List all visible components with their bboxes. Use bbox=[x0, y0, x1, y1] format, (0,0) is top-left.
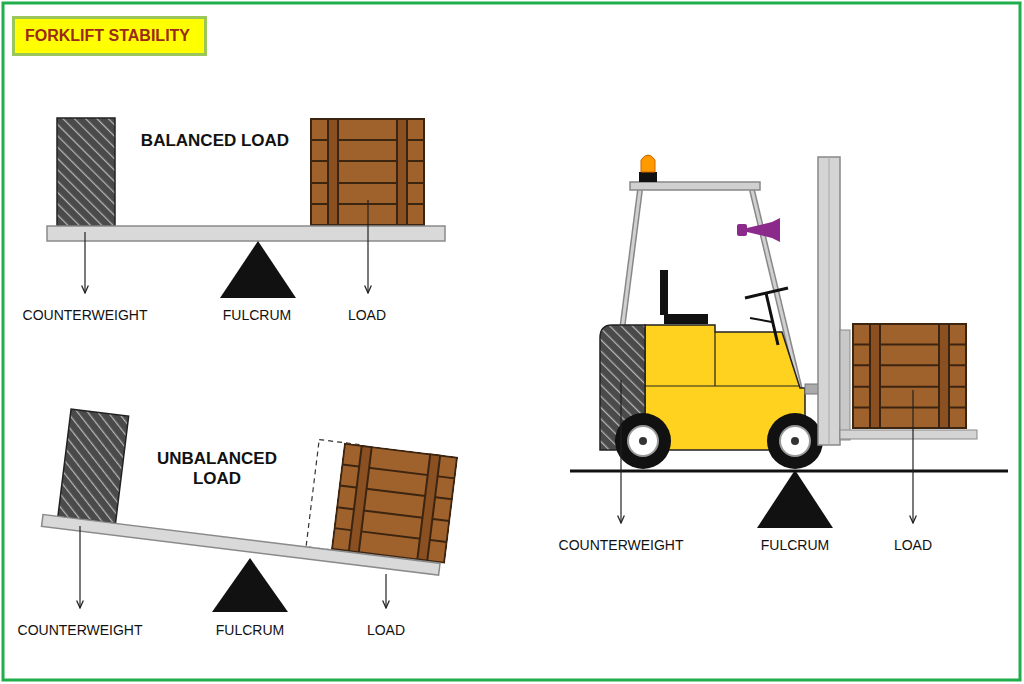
forklift-part bbox=[645, 385, 800, 386]
forklift-part bbox=[757, 470, 833, 528]
part-label: LOAD bbox=[348, 307, 386, 324]
forklift-part bbox=[660, 270, 668, 315]
forklift-part bbox=[750, 318, 772, 322]
forklift-part bbox=[767, 413, 823, 469]
forklift-part bbox=[791, 437, 799, 445]
forklift-part bbox=[664, 314, 708, 324]
forklift-part bbox=[766, 293, 778, 345]
part-label: COUNTERWEIGHT bbox=[559, 537, 684, 554]
forklift-part bbox=[829, 157, 830, 445]
forklift-part bbox=[840, 430, 977, 439]
unbalanced-lever-part bbox=[385, 574, 386, 608]
forklift-part bbox=[912, 390, 913, 523]
balanced-lever-part bbox=[47, 226, 445, 241]
diagram-heading: UNBALANCED LOAD bbox=[152, 449, 282, 490]
part-label: FULCRUM bbox=[216, 622, 284, 639]
forklift-part bbox=[641, 155, 655, 172]
forklift-part bbox=[737, 224, 747, 236]
forklift-part bbox=[805, 384, 819, 394]
forklift-part bbox=[620, 380, 621, 523]
frame-border bbox=[3, 3, 1020, 680]
part-label: FULCRUM bbox=[761, 537, 829, 554]
forklift-part bbox=[853, 324, 966, 428]
unbalanced-lever bbox=[42, 407, 458, 612]
title: FORKLIFT STABILITY bbox=[25, 27, 190, 45]
forklift-part bbox=[840, 330, 850, 440]
forklift-part bbox=[780, 426, 810, 456]
forklift-part bbox=[630, 182, 760, 190]
forklift-part bbox=[622, 190, 640, 330]
part-label: COUNTERWEIGHT bbox=[18, 622, 143, 639]
diagram-heading: BALANCED LOAD bbox=[141, 131, 289, 151]
forklift-part bbox=[570, 470, 1008, 473]
balanced-lever-part bbox=[367, 200, 368, 293]
forklift-part bbox=[818, 157, 840, 445]
unbalanced-lever-part-part bbox=[332, 444, 457, 563]
balanced-lever-part bbox=[220, 241, 296, 298]
forklift-part bbox=[639, 172, 657, 182]
title-box: FORKLIFT STABILITY bbox=[12, 16, 207, 56]
forklift-part bbox=[714, 332, 715, 386]
forklift-part bbox=[639, 437, 647, 445]
forklift bbox=[570, 155, 1008, 528]
forklift-part bbox=[615, 413, 671, 469]
part-label: LOAD bbox=[894, 537, 932, 554]
forklift-part bbox=[622, 190, 640, 330]
unbalanced-lever-part bbox=[79, 526, 80, 608]
part-label: FULCRUM bbox=[223, 307, 291, 324]
unbalanced-lever-part-part bbox=[58, 409, 129, 523]
forklift-part bbox=[747, 218, 780, 242]
balanced-lever bbox=[47, 118, 445, 298]
part-label: LOAD bbox=[367, 622, 405, 639]
unbalanced-lever-part bbox=[42, 407, 458, 575]
balanced-lever-part bbox=[57, 118, 115, 226]
balanced-lever-part bbox=[84, 232, 85, 293]
part-label: COUNTERWEIGHT bbox=[23, 307, 148, 324]
unbalanced-lever-part bbox=[212, 558, 288, 612]
unbalanced-lever-part-part bbox=[42, 514, 440, 575]
forklift-part bbox=[628, 426, 658, 456]
